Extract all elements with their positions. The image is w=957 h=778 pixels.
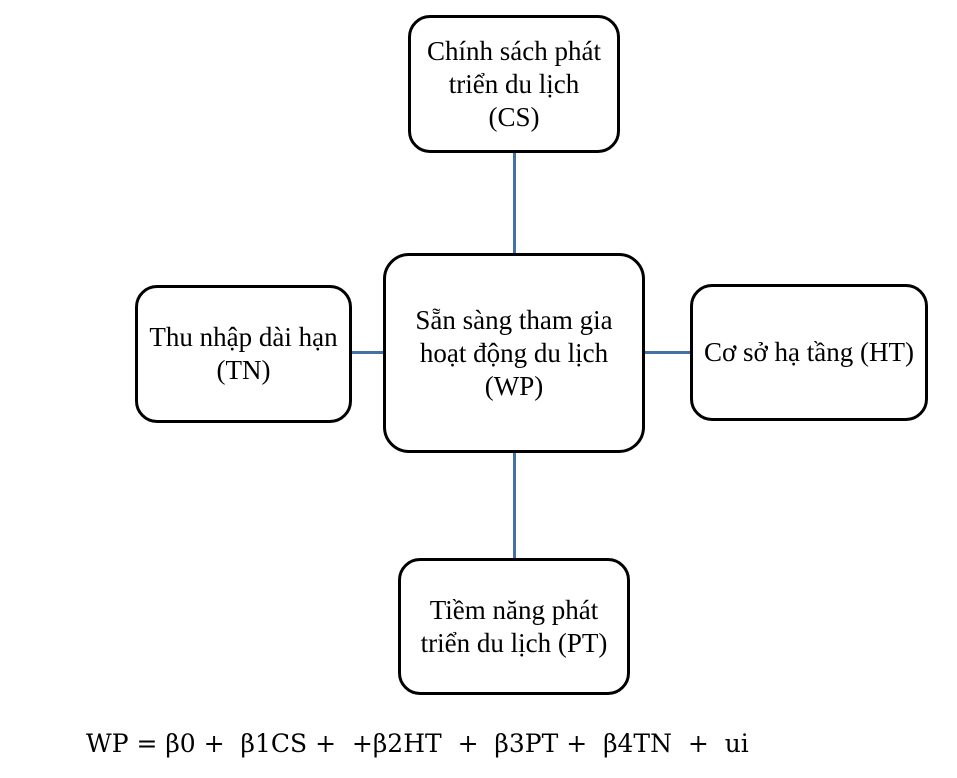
node-infrastructure-label: Cơ sở hạ tầng (HT) [703,337,914,367]
connector-willingness-to-potential [513,452,516,559]
node-income: Thu nhập dài hạn (TN) [135,285,352,423]
node-willingness: Sẵn sàng tham gia hoạt động du lịch (WP) [383,253,645,453]
node-potential-label: Tiềm năng phát triển du lịch (PT) [420,594,608,658]
node-potential: Tiềm năng phát triển du lịch (PT) [398,558,630,695]
connector-income-to-willingness [351,351,384,354]
regression-equation: WP = β0 + β1CS + +β2HT + β3PT + β4TN + u… [86,729,749,758]
connector-willingness-to-infrastructure [644,351,691,354]
connector-policy-to-willingness [513,152,516,254]
node-infrastructure: Cơ sở hạ tầng (HT) [690,284,928,421]
node-willingness-label: Sẵn sàng tham gia hoạt động du lịch (WP) [415,304,613,401]
node-policy-label: Chính sách phát triển du lịch (CS) [427,35,601,132]
node-policy: Chính sách phát triển du lịch (CS) [408,15,620,153]
node-income-label: Thu nhập dài hạn (TN) [149,322,338,385]
